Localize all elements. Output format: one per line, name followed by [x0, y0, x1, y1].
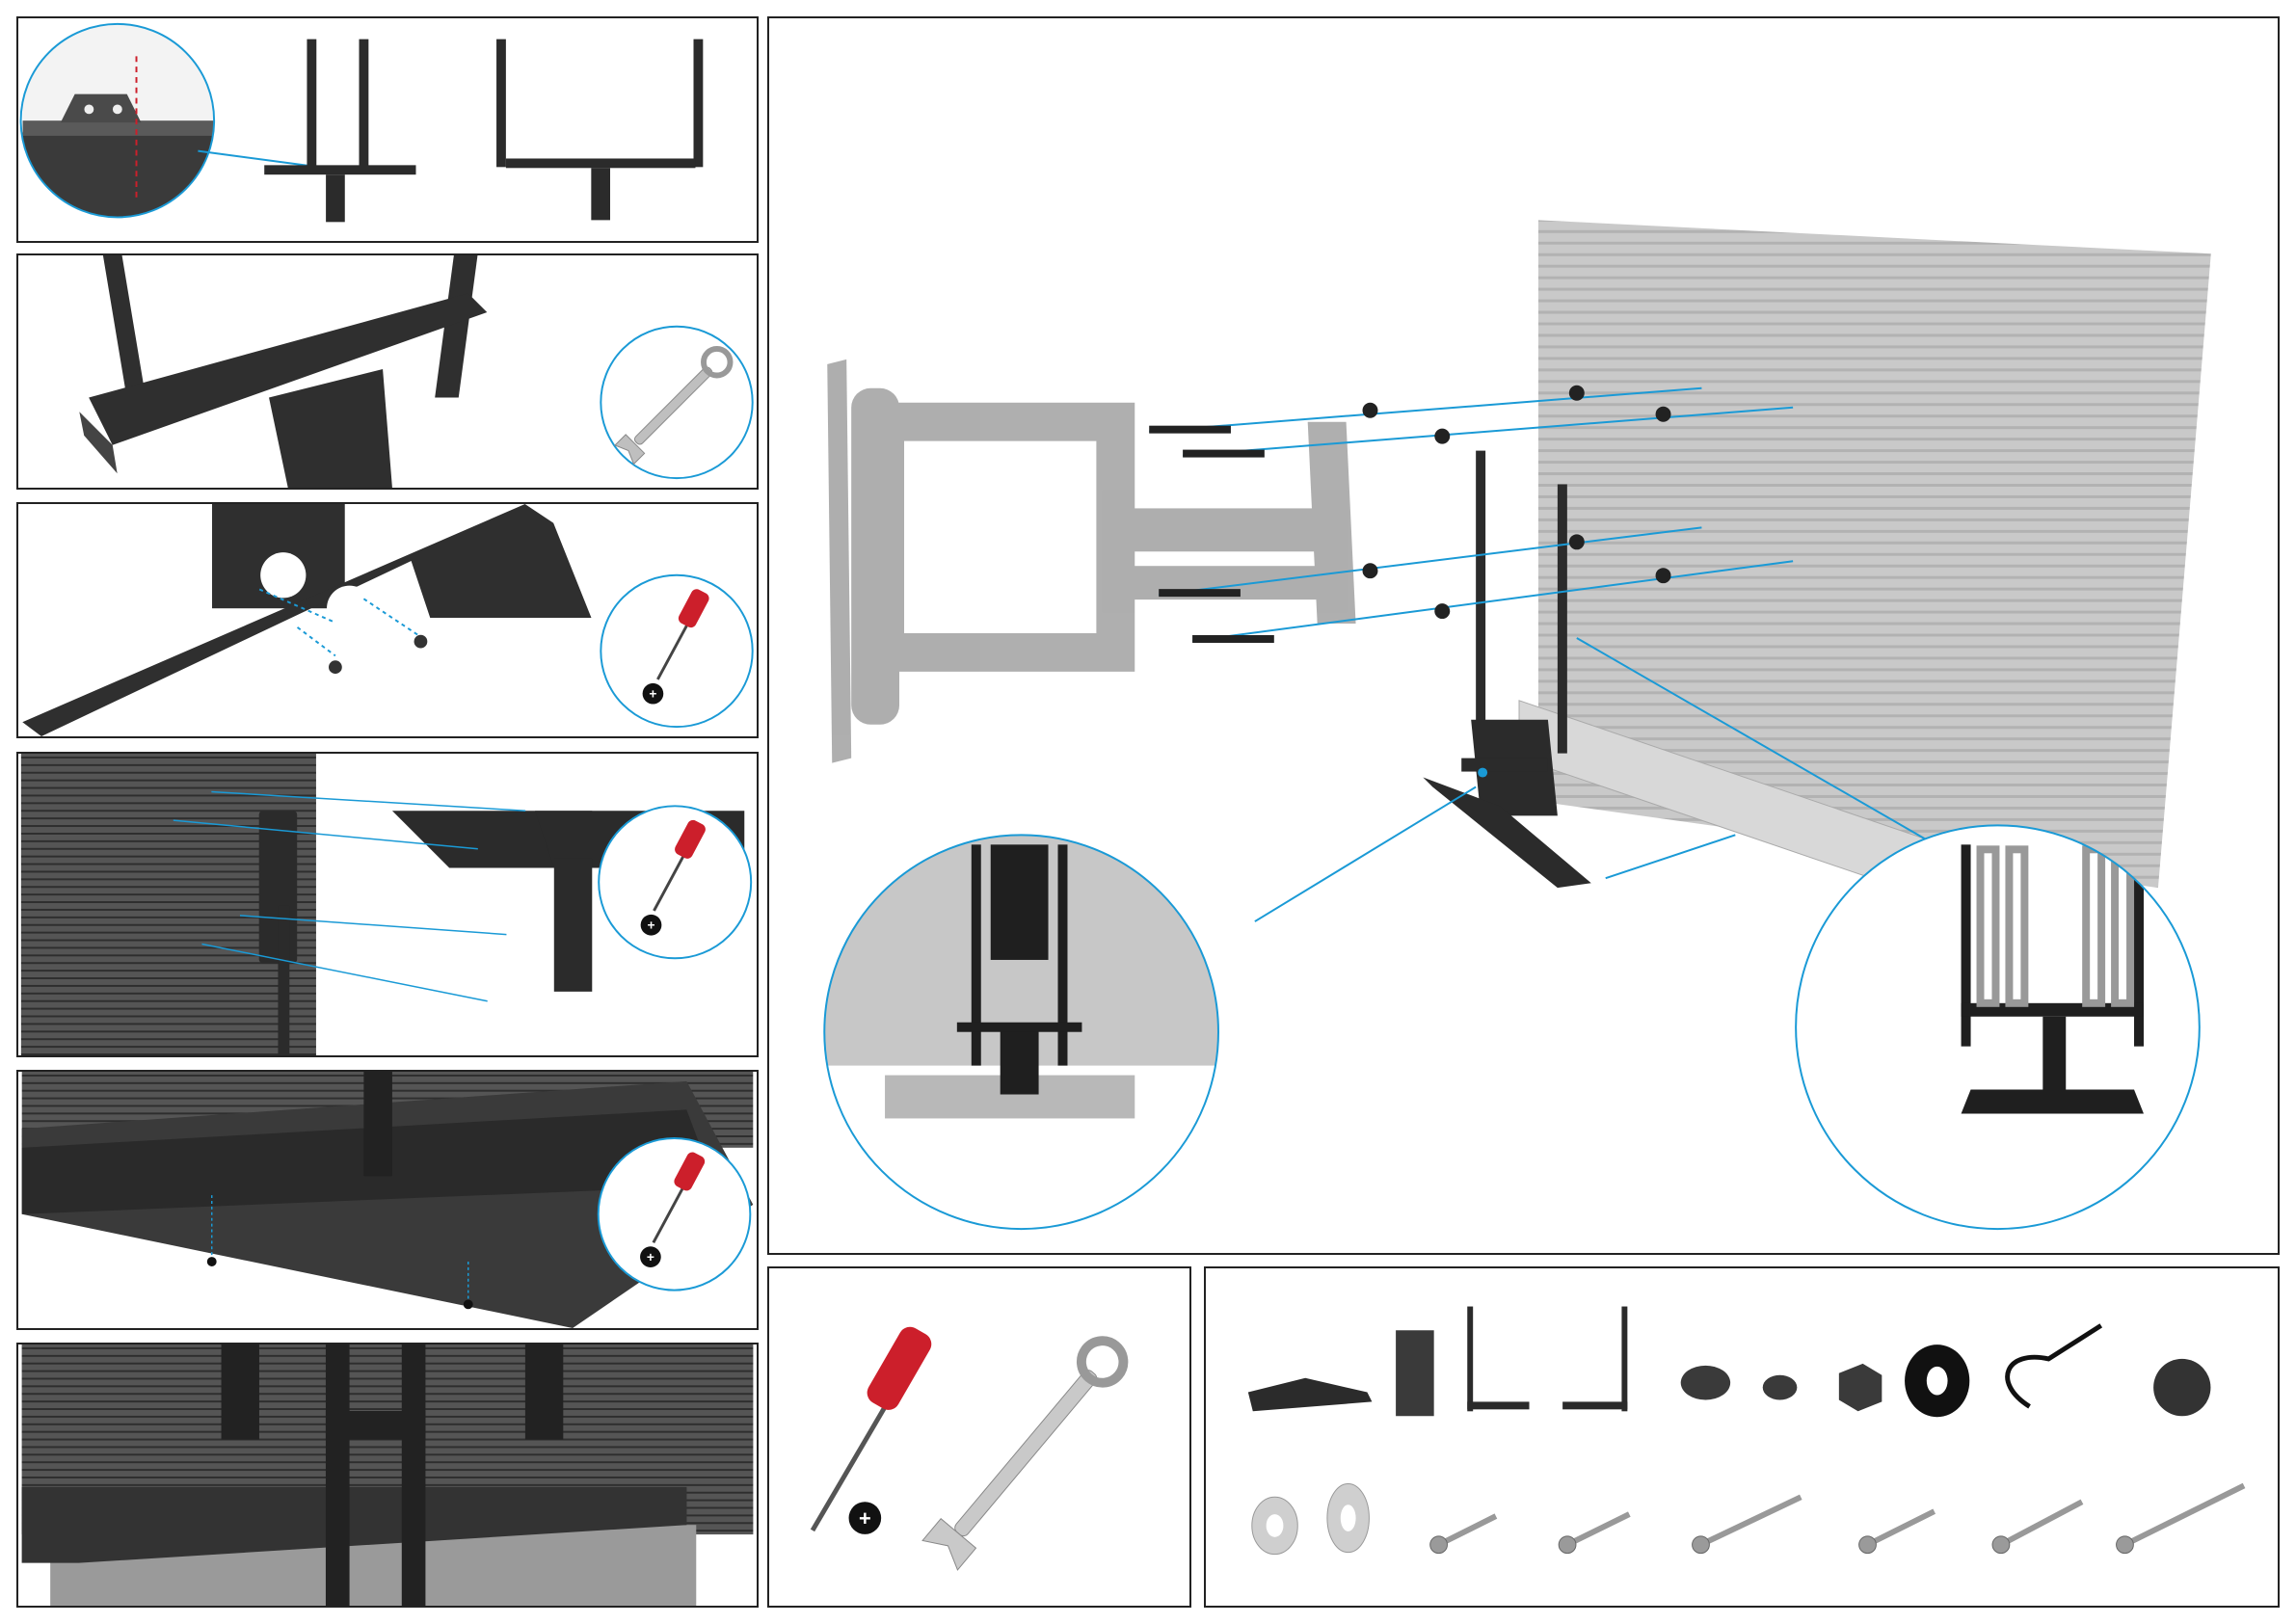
slider-plate [1396, 1330, 1434, 1416]
flat-screw [1681, 1366, 1730, 1400]
step-5-illustration: + [18, 1072, 757, 1328]
step-6-illustration [18, 1344, 757, 1606]
svg-text:+: + [647, 918, 654, 933]
tools-panel: + [767, 1266, 1191, 1608]
main-overview-panel [767, 16, 2280, 1255]
cable-tie [2008, 1325, 2101, 1406]
small-screw [1763, 1375, 1798, 1400]
tool-callout [599, 806, 751, 958]
bracket-wide [496, 40, 703, 221]
step-3-panel: + [16, 502, 759, 738]
step-4-illustration: + [18, 754, 757, 1055]
step-1-panel [16, 16, 759, 243]
l-bracket-left [1467, 1307, 1529, 1412]
soundbar-brackets [1423, 451, 1590, 889]
step-1-illustration [18, 18, 757, 241]
base-plate [1248, 1378, 1373, 1412]
bolt-short-2 [1559, 1514, 1629, 1554]
bolt-short-1 [1430, 1516, 1496, 1554]
hardware-illustration [1206, 1268, 2278, 1606]
svg-text:+: + [859, 1506, 871, 1531]
bracket-narrow [264, 40, 415, 223]
step-2-panel [16, 253, 759, 490]
step-3-illustration: + [18, 504, 757, 736]
l-bracket-right [1562, 1307, 1627, 1412]
step-6-panel [16, 1343, 759, 1608]
bolt-medium [1859, 1511, 1935, 1554]
rubber-washer [1905, 1344, 1969, 1417]
wall-arm-mount [827, 359, 1355, 763]
step-2-illustration [18, 255, 757, 488]
bolt-long-2 [1992, 1502, 2082, 1553]
phillips-screwdriver-icon: + [813, 1322, 936, 1533]
svg-text:+: + [649, 687, 656, 702]
hardware-panel [1204, 1266, 2280, 1608]
main-overview-illustration [769, 18, 2278, 1253]
washer-large [1327, 1483, 1370, 1552]
tool-callout [601, 575, 752, 727]
step-4-panel: + [16, 752, 759, 1057]
lock-nut [1839, 1364, 1882, 1411]
svg-text:+: + [647, 1250, 654, 1265]
tools-illustration: + [769, 1268, 1189, 1606]
wrench-icon [922, 1331, 1134, 1570]
step-5-panel: + [16, 1070, 759, 1330]
bolt-long-3 [2117, 1485, 2244, 1553]
spacer [2153, 1359, 2210, 1416]
washer-small [1252, 1497, 1297, 1554]
tool-callout [599, 1138, 751, 1291]
bolt-long-1 [1693, 1497, 1802, 1553]
